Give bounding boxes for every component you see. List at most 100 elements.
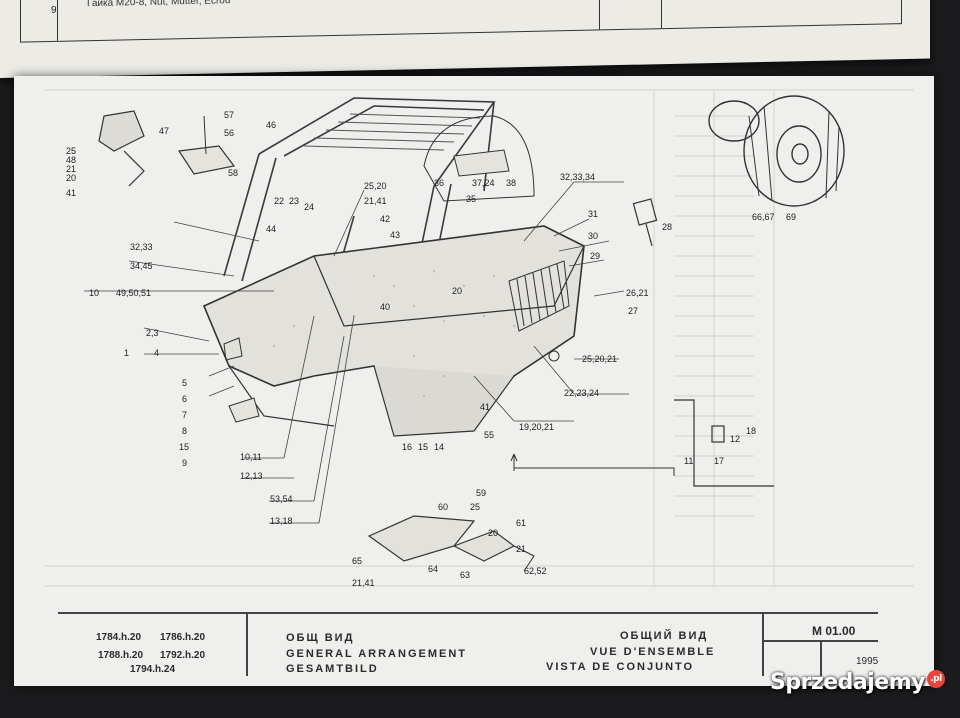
model-number: 1786.h.20 (160, 632, 206, 643)
callout-label: 29 (590, 251, 601, 261)
title-block-divider (820, 640, 822, 676)
callout-label: 22 (274, 196, 285, 206)
callout-label: 14 (434, 442, 445, 452)
callout-label: 12 (730, 434, 741, 444)
model-number: 1792.h.20 (160, 650, 206, 661)
callout-label: 10 (89, 288, 100, 298)
sheet-year: 1995 (856, 656, 879, 667)
callout-label: 8 (182, 426, 188, 436)
callout-label: 25 (66, 146, 77, 156)
callout-label: 21,41 (352, 578, 375, 588)
previous-page: 9 Гайка M20-8, Nut, Mutter, Ecrou (0, 0, 930, 78)
callout-label: 37,24 (472, 178, 495, 188)
title-russian: ОБЩИЙ ВИД (620, 630, 709, 642)
callout-label: 10,11 (240, 452, 262, 462)
callout-label: 1 (124, 348, 130, 358)
callout-label: 53,54 (270, 494, 293, 504)
callout-label: 11 (684, 456, 694, 466)
callout-label: 66,67 (752, 212, 775, 222)
callout-label: 25,20,21 (582, 354, 618, 364)
watermark-badge: .pl (927, 670, 945, 688)
callout-label: 44 (266, 224, 277, 234)
title-german: GESAMTBILD (286, 663, 379, 675)
callout-label: 27 (628, 306, 639, 316)
sheet-code: M 01.00 (812, 624, 856, 638)
callout-label: 36 (434, 178, 445, 188)
callout-label: 69 (786, 212, 797, 222)
callout-label: 35 (466, 194, 477, 204)
callout-label: 15 (418, 442, 429, 452)
callout-label: 5 (182, 378, 188, 388)
callout-label: 64 (428, 564, 439, 574)
callout-label: 30 (588, 231, 599, 241)
callout-label: 40 (380, 302, 391, 312)
title-english: GENERAL ARRANGEMENT (286, 648, 468, 660)
callout-label: 56 (224, 128, 235, 138)
previous-page-table-row: 9 Гайка M20-8, Nut, Mutter, Ecrou (20, 0, 902, 43)
title-spanish: VISTA DE CONJUNTO (546, 661, 695, 673)
callout-label: 22,23,24 (564, 388, 600, 398)
watermark-brand: Sprzedajemy (770, 670, 926, 695)
callout-label: 23 (289, 196, 300, 206)
previous-page-row-number: 9 (51, 4, 57, 16)
callout-label: 32,33,34 (560, 172, 596, 182)
callout-label: 7 (182, 410, 188, 420)
callout-label: 12,13 (240, 471, 263, 481)
callout-label: 47 (159, 126, 170, 136)
callout-label: 65 (352, 556, 363, 566)
callout-label: 21,41 (364, 196, 387, 206)
callout-label: 20 (452, 286, 463, 296)
callout-label: 55 (484, 430, 495, 440)
callout-label: 20 (488, 528, 499, 538)
title-block-top-rule (58, 612, 878, 614)
callout-label: 21 (66, 164, 77, 174)
exploded-view-drawing (44, 89, 914, 587)
callout-label: 59 (476, 488, 487, 498)
callout-label: 20 (66, 173, 77, 183)
callout-label: 60 (438, 502, 449, 512)
callout-label: 9 (182, 458, 188, 468)
callout-label: 41 (480, 402, 491, 412)
callout-label: 4 (154, 348, 160, 358)
callout-label: 31 (588, 209, 599, 219)
callout-label: 58 (228, 168, 239, 178)
previous-page-row-text: Гайка M20-8, Nut, Mutter, Ecrou (87, 0, 231, 10)
callout-label: 38 (506, 178, 517, 188)
callout-label: 63 (460, 570, 471, 580)
callout-label: 57 (224, 110, 235, 120)
model-number: 1788.h.20 (98, 650, 144, 661)
callout-label: 32,33 (130, 242, 153, 252)
callout-label: 19,20,21 (519, 422, 555, 432)
callout-label: 16 (402, 442, 413, 452)
callout-label: 49,50,51 (116, 288, 152, 298)
title-french: VUE D'ENSEMBLE (590, 646, 716, 658)
model-number: 1784.h.20 (96, 632, 142, 643)
callout-label: 25 (470, 502, 481, 512)
callout-label: 17 (714, 456, 725, 466)
callout-label: 21 (516, 544, 527, 554)
title-block-divider (246, 612, 248, 676)
title-block-divider (762, 612, 764, 676)
callout-label: 28 (662, 222, 673, 232)
callout-label: 2,3 (146, 328, 159, 338)
callout-label: 24 (304, 202, 315, 212)
callout-label: 62,52 (524, 566, 547, 576)
callout-label: 26,21 (626, 288, 649, 298)
callout-label: 34,45 (130, 261, 153, 271)
callout-label: 18 (746, 426, 757, 436)
site-watermark: Sprzedajemy.pl (770, 670, 945, 700)
model-number: 1794.h.24 (130, 664, 176, 675)
callout-label: 25,20 (364, 181, 387, 191)
callout-label: 48 (66, 155, 77, 165)
callout-label: 13,18 (270, 516, 293, 526)
callout-label: 46 (266, 120, 277, 130)
callout-label: 6 (182, 394, 188, 404)
callout-label: 42 (380, 214, 391, 224)
callout-label: 41 (66, 188, 77, 198)
callout-label: 61 (516, 518, 527, 528)
callout-label: 15 (179, 442, 190, 452)
callout-label: 43 (390, 230, 401, 240)
catalog-page: 57 56 58 47 25 48 21 20 41 46 22 23 24 4… (14, 76, 934, 686)
title-bulgarian: ОБЩ ВИД (286, 632, 355, 644)
